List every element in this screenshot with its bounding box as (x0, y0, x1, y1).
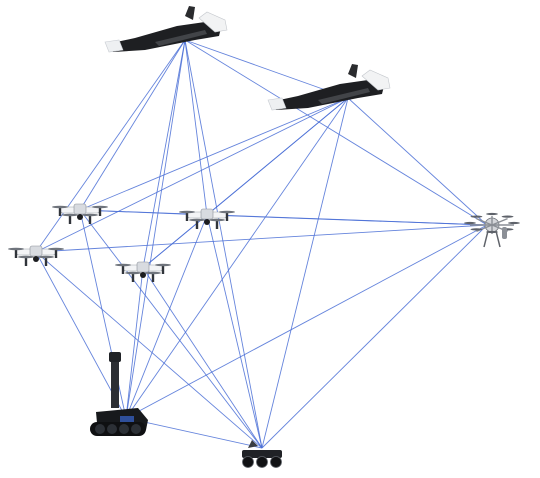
link-line (261, 224, 488, 449)
quadcopter-icon (179, 208, 235, 229)
link-line (35, 224, 488, 253)
octocopter-icon (464, 212, 520, 248)
link-line (79, 97, 349, 211)
fixed-wing-icon (267, 64, 391, 111)
fixed-wing-icon (104, 6, 228, 53)
link-line (261, 97, 349, 449)
node-layer (8, 6, 520, 468)
ground-robot-mast-icon (90, 352, 148, 436)
link-line (79, 39, 186, 211)
link-line (347, 97, 488, 226)
link-line (35, 251, 263, 449)
link-line (35, 39, 186, 253)
link-line (206, 214, 263, 449)
link-line (206, 214, 488, 226)
link-line (184, 39, 263, 449)
link-line (125, 214, 208, 419)
link-line (35, 97, 349, 253)
link-line (79, 209, 127, 419)
quadcopter-icon (8, 245, 64, 266)
link-line (125, 39, 186, 419)
link-line (125, 267, 144, 419)
link-line (125, 97, 349, 419)
link-line (79, 209, 263, 449)
link-line (184, 39, 208, 216)
link-line (142, 267, 263, 449)
ground-robot-tracked-icon (242, 440, 282, 468)
link-line (125, 224, 488, 419)
link-line (142, 39, 186, 269)
link-line (125, 417, 263, 449)
link-line (184, 39, 488, 226)
link-line (184, 39, 349, 99)
link-layer (35, 39, 488, 449)
quadcopter-icon (52, 203, 108, 224)
quadcopter-icon (115, 261, 171, 282)
